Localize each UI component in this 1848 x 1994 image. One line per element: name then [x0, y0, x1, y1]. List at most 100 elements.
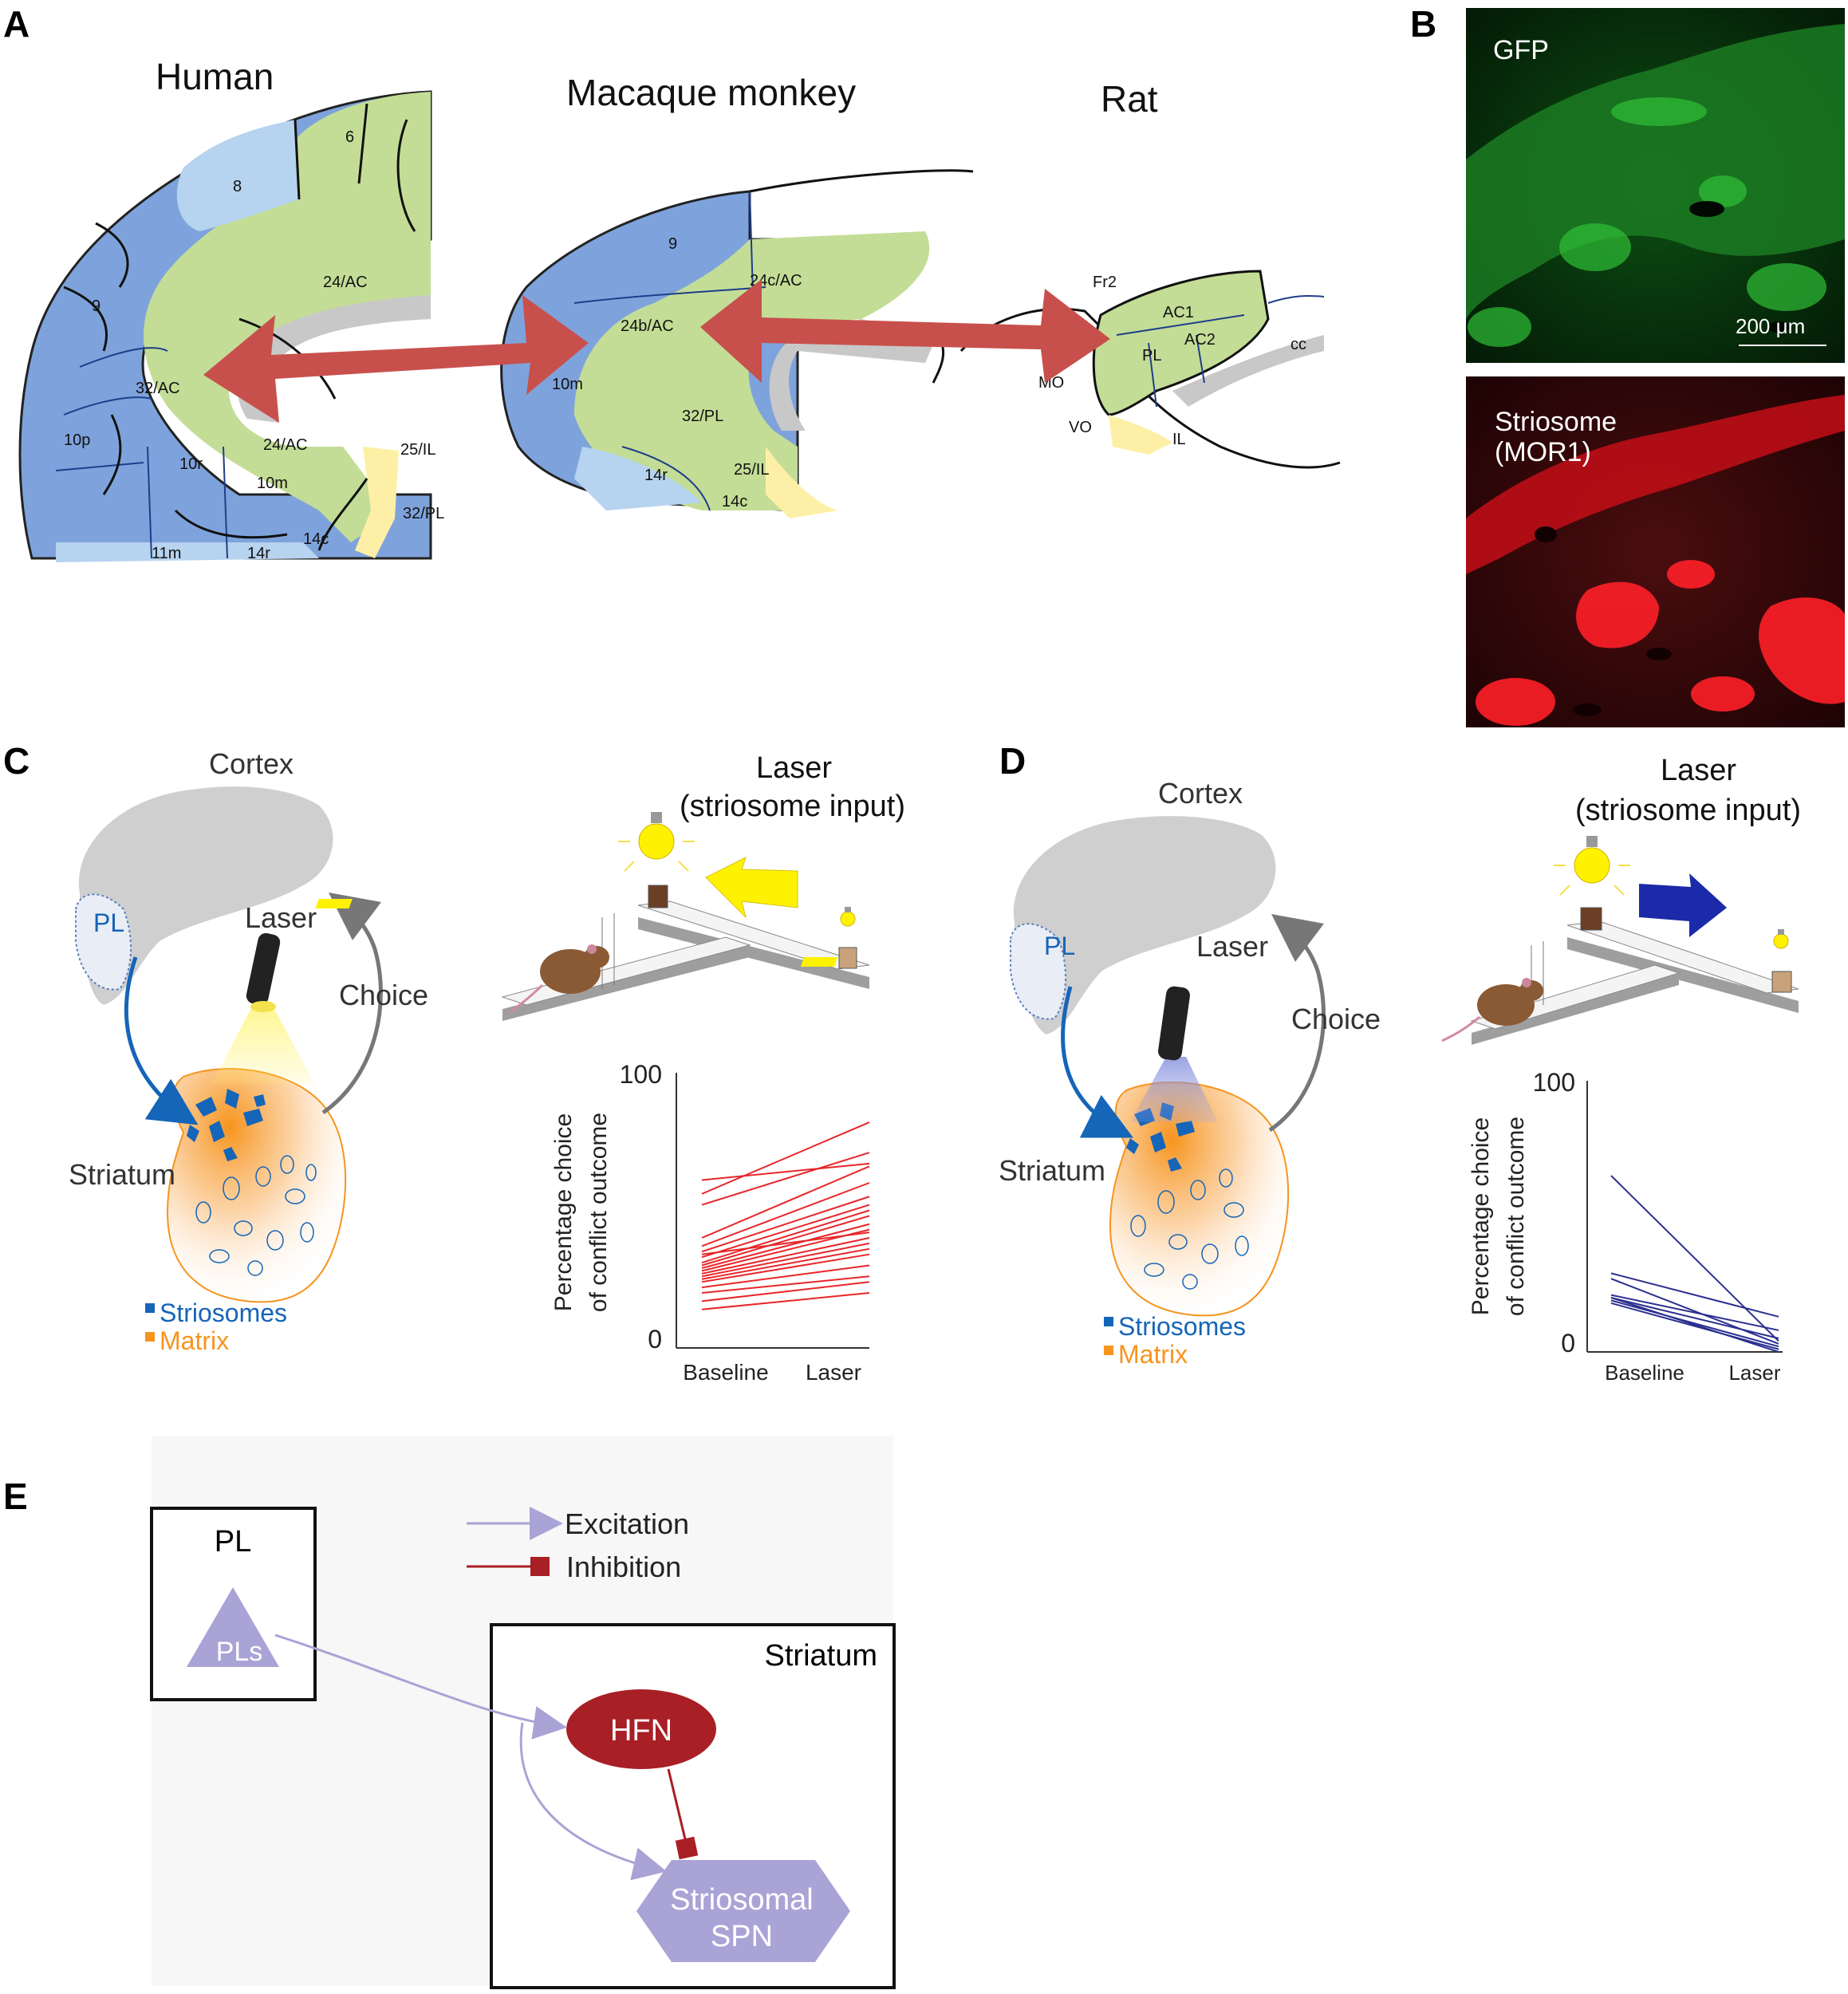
legend-inhibition: Inhibition: [566, 1551, 681, 1583]
chart-c-series-line-12: [701, 1237, 870, 1275]
chart-c-series-line-4: [701, 1165, 870, 1239]
bulb-large: [1554, 836, 1630, 896]
panel-letter-c: C: [3, 740, 30, 782]
panel-c: C Cortex PL: [3, 740, 905, 1385]
chart-d: 100 0 Baseline Laser Percentage choice o…: [1468, 1068, 1783, 1385]
pl-region: [1010, 923, 1066, 1020]
macaque-gray-cc: [769, 319, 937, 431]
chart-d-series-line-7: [1610, 1302, 1779, 1350]
striatum-box-label: Striatum: [765, 1639, 877, 1673]
chart-c-series-line-3: [701, 1152, 870, 1206]
rat-brain-diagram: Fr2 AC1 AC2 PL MO VO IL cc: [959, 270, 1341, 469]
chart-c-x-baseline: Baseline: [683, 1360, 768, 1385]
laser-label: Laser: [1196, 930, 1268, 963]
human-area-25il: 25/IL: [400, 441, 435, 459]
panel-b: B GFP 200 μm: [1410, 3, 1845, 727]
chart-c: 100 0 Baseline Laser Percentage choice o…: [550, 1060, 870, 1385]
human-area-32ac: 32/AC: [136, 380, 180, 397]
rat-area-ac2: AC2: [1184, 331, 1216, 349]
chart-c-series-line-17: [701, 1275, 870, 1294]
panel-letter-a: A: [3, 3, 30, 45]
yellow-arrow: [705, 857, 798, 919]
chart-d-ylabel-line1: Percentage choice: [1468, 1117, 1494, 1316]
panel-letter-d: D: [999, 740, 1026, 782]
rat-yellow-region: [1109, 415, 1172, 455]
rat-gray-cc: [1172, 335, 1324, 407]
panel-letter-b: B: [1410, 3, 1436, 45]
pl-to-striatum-arrow: [1061, 986, 1133, 1138]
human-area-10p: 10p: [64, 432, 90, 449]
macaque-area-24bac: 24b/AC: [621, 317, 674, 335]
reward-cup-left: [1580, 907, 1602, 931]
legend-excitation: Excitation: [565, 1507, 689, 1540]
panel-letter-e: E: [3, 1476, 28, 1517]
legend-striosomes-swatch: [145, 1303, 155, 1313]
chart-d-x-laser: Laser: [1728, 1361, 1780, 1385]
panel-d: D Cortex PL: [999, 740, 1801, 1385]
chart-c-series-line-15: [701, 1253, 870, 1283]
chart-d-series: [1610, 1175, 1779, 1353]
gfp-label: GFP: [1493, 35, 1549, 65]
striatum-label: Striatum: [999, 1154, 1105, 1187]
macaque-yellow-region: [766, 447, 837, 518]
reward-cup-right: [1771, 971, 1792, 993]
chart-c-series-line-8: [701, 1209, 870, 1264]
rat-area-vo: VO: [1069, 419, 1092, 436]
laser-device: [211, 932, 315, 1085]
panel-c-tmaze: Laser (striosome input): [315, 751, 905, 1021]
inhibition-terminal: [675, 1836, 699, 1860]
species-rat-label: Rat: [1101, 78, 1158, 120]
human-yellow-region: [355, 447, 399, 558]
human-green-region: [144, 92, 431, 542]
macaque-area-14c: 14c: [722, 493, 747, 510]
rat-area-fr2: Fr2: [1093, 274, 1117, 291]
chart-c-x-laser: Laser: [806, 1360, 861, 1385]
human-lightblue-region-11m: [56, 542, 319, 562]
gfp-image: GFP 200 μm: [1466, 8, 1845, 363]
human-area-6: 6: [345, 128, 354, 146]
macaque-area-10m: 10m: [552, 376, 583, 393]
chart-d-y-min: 0: [1561, 1329, 1575, 1358]
chart-c-series-line-1: [701, 1121, 870, 1195]
laser-label: Laser: [245, 901, 317, 934]
chart-c-series-line-6: [701, 1196, 870, 1253]
laser-title-line1: Laser: [756, 751, 832, 785]
scale-bar-label: 200 μm: [1736, 314, 1805, 338]
panel-c-circuit: Cortex PL: [69, 747, 428, 1355]
reward-cup-right: [838, 947, 857, 969]
legend-inhibition-terminal: [530, 1557, 550, 1576]
human-area-11m: 11m: [152, 545, 181, 562]
pl-region: [75, 893, 132, 991]
laser-title-line1: Laser: [1661, 754, 1736, 787]
choice-label: Choice: [339, 979, 428, 1011]
legend-matrix-swatch: [1104, 1346, 1113, 1355]
choice-label: Choice: [1291, 1003, 1381, 1035]
legend-matrix: Matrix: [160, 1326, 229, 1355]
human-area-32pl: 32/PL: [403, 505, 444, 522]
spn-label-line2: SPN: [711, 1920, 773, 1953]
excitation-pls-to-hfn: [274, 1633, 567, 1740]
macaque-area-14r: 14r: [644, 467, 668, 484]
cortex-label: Cortex: [1158, 777, 1243, 810]
human-area-14r: 14r: [247, 545, 270, 562]
chart-c-ylabel-line2: of conflict outcome: [585, 1113, 612, 1312]
bulb-large: [618, 812, 695, 872]
species-macaque-label: Macaque monkey: [566, 72, 856, 113]
legend-matrix-swatch: [145, 1332, 155, 1342]
pls-neuron: [187, 1587, 279, 1667]
laser-title-line2: (striosome input): [1575, 794, 1801, 827]
human-lightblue-region-8: [176, 120, 299, 231]
legend-striosomes-swatch: [1104, 1317, 1113, 1326]
chart-d-x-baseline: Baseline: [1605, 1361, 1684, 1385]
mor1-label-line1: Striosome: [1495, 407, 1617, 437]
macaque-area-9: 9: [668, 235, 677, 253]
hfn-neuron: [566, 1689, 716, 1769]
macaque-area-24cac: 24c/AC: [750, 272, 802, 290]
human-area-24ac-2: 24/AC: [263, 436, 308, 454]
macaque-brain-diagram: 9 24c/AC 24b/AC 10m 32/PL 14r 25/IL 14c: [500, 169, 974, 518]
chart-c-series-line-7: [701, 1204, 870, 1259]
mor1-label-line2: (MOR1): [1495, 437, 1591, 467]
arrow-human-macaque: [203, 295, 589, 423]
chart-c-series-line-16: [701, 1264, 870, 1289]
